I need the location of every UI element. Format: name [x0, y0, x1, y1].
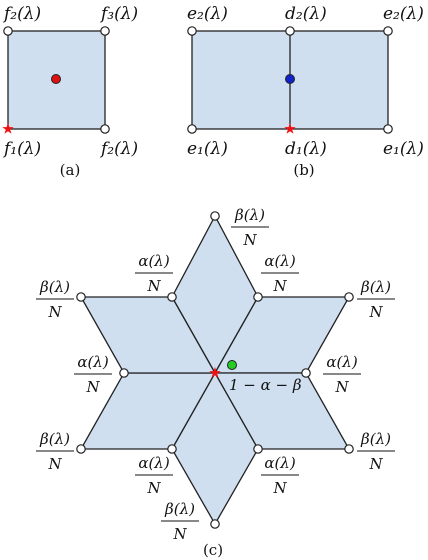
- frac-right-numerator: α(λ): [326, 353, 357, 371]
- panel-c-frac-lower-right-outer: β(λ) N: [357, 430, 395, 473]
- frac-bottom-denominator: N: [172, 525, 187, 543]
- panel-c-frac-lower-left-outer: β(λ) N: [36, 430, 74, 473]
- panel-c-node-upper-right-outer: [344, 292, 354, 302]
- panel-c-node-upper-left-outer: [76, 292, 86, 302]
- frac-ulo-numerator: β(λ): [39, 278, 70, 296]
- frac-lli-denominator: N: [146, 479, 161, 497]
- frac-lro-numerator: β(λ): [360, 430, 391, 448]
- frac-right-denominator: N: [334, 378, 349, 396]
- panel-b-label-bottom-right: e₁(λ): [383, 139, 424, 159]
- panel-c-frac-lower-right-inner: α(λ) N: [261, 454, 299, 497]
- panel-a-node-bottom-right: [100, 124, 110, 134]
- frac-llo-denominator: N: [47, 455, 62, 473]
- panel-c-caption: (c): [203, 541, 223, 559]
- panel-c-frac-upper-right-outer: β(λ) N: [357, 278, 395, 321]
- panel-c-star-marker: [209, 367, 221, 378]
- panel-a-node-top-left: [3, 26, 13, 36]
- frac-top-numerator: β(λ): [234, 206, 265, 224]
- frac-lri-numerator: α(λ): [264, 454, 295, 472]
- panel-c-node-lower-left-inner: [167, 444, 177, 454]
- panel-c-node-lower-right-inner: [253, 444, 263, 454]
- panel-b-node-bottom-right: [383, 124, 393, 134]
- panel-b-node-top-left: [187, 26, 197, 36]
- panel-b-star-marker: [284, 123, 296, 134]
- frac-lri-denominator: N: [272, 479, 287, 497]
- panel-a-label-bottom-left: f₁(λ): [2, 139, 41, 159]
- frac-uri-numerator: α(λ): [264, 252, 295, 270]
- frac-uro-numerator: β(λ): [360, 278, 391, 296]
- panel-c-frac-lower-left-inner: α(λ) N: [135, 454, 173, 497]
- panel-b-node-bottom-left: [187, 124, 197, 134]
- frac-uro-denominator: N: [368, 303, 383, 321]
- panel-b-mid-dot: [285, 74, 295, 84]
- panel-b-label-bottom-mid: d₁(λ): [285, 139, 327, 159]
- panel-c-frac-top: β(λ) N: [231, 206, 269, 249]
- panel-a-node-top-right: [100, 26, 110, 36]
- panel-b-label-top-mid: d₂(λ): [285, 4, 327, 24]
- panel-b-label-top-left: e₂(λ): [187, 4, 228, 24]
- panel-c: 1 − α − β β(λ) N α(λ) N α(λ) N β(λ) N β(…: [36, 206, 395, 559]
- panel-c-node-upper-right-inner: [253, 292, 263, 302]
- panel-a-star-marker: [2, 123, 14, 134]
- panel-b: e₂(λ) d₂(λ) e₂(λ) e₁(λ) d₁(λ) e₁(λ) (b): [187, 4, 424, 179]
- panel-c-frac-upper-left-inner: α(λ) N: [135, 252, 173, 295]
- panel-a-label-top-right: f₃(λ): [99, 4, 138, 24]
- panel-c-node-top: [210, 211, 220, 221]
- panel-c-node-upper-left-inner: [167, 292, 177, 302]
- frac-ulo-denominator: N: [47, 303, 62, 321]
- panel-c-frac-upper-right-inner: α(λ) N: [261, 252, 299, 295]
- panel-c-center-label: 1 − α − β: [229, 376, 302, 394]
- panel-a-center-dot: [51, 74, 61, 84]
- panel-c-frac-upper-left-outer: β(λ) N: [36, 278, 74, 321]
- panel-c-node-bottom: [210, 519, 220, 529]
- panel-b-caption: (b): [293, 161, 314, 179]
- panel-c-frac-left: α(λ) N: [74, 353, 112, 396]
- panel-a-caption: (a): [60, 161, 81, 179]
- frac-left-denominator: N: [85, 378, 100, 396]
- panel-c-node-lower-left-outer: [76, 444, 86, 454]
- panel-c-frac-bottom: β(λ) N: [161, 500, 199, 543]
- panel-a: f₂(λ) f₃(λ) f₁(λ) f₂(λ) (a): [2, 4, 138, 179]
- panel-c-frac-right: α(λ) N: [323, 353, 361, 396]
- frac-bottom-numerator: β(λ): [164, 500, 195, 518]
- panel-b-node-top-right: [383, 26, 393, 36]
- frac-llo-numerator: β(λ): [39, 430, 70, 448]
- frac-uri-denominator: N: [272, 277, 287, 295]
- panel-a-label-top-left: f₂(λ): [2, 4, 41, 24]
- panel-c-green-dot: [227, 360, 237, 370]
- panel-c-node-right: [301, 368, 311, 378]
- frac-uli-denominator: N: [146, 277, 161, 295]
- panel-b-label-top-right: e₂(λ): [383, 4, 424, 24]
- frac-left-numerator: α(λ): [77, 353, 108, 371]
- panel-b-label-bottom-left: e₁(λ): [187, 139, 228, 159]
- panel-a-label-bottom-right: f₂(λ): [99, 139, 138, 159]
- panel-c-node-left: [119, 368, 129, 378]
- frac-uli-numerator: α(λ): [138, 252, 169, 270]
- frac-lro-denominator: N: [368, 455, 383, 473]
- panel-c-node-lower-right-outer: [344, 444, 354, 454]
- panel-b-node-top-mid: [285, 26, 295, 36]
- frac-lli-numerator: α(λ): [138, 454, 169, 472]
- frac-top-denominator: N: [242, 231, 257, 249]
